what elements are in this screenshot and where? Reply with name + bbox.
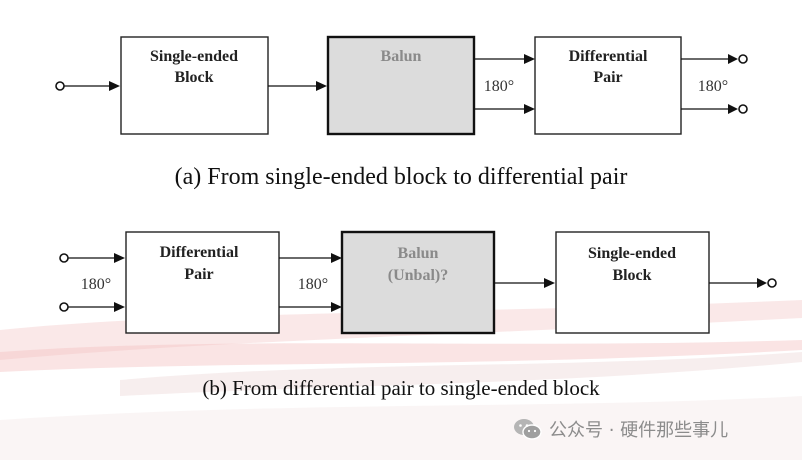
block-label-b: Block <box>612 267 651 284</box>
phase-label-b2: 180° <box>298 276 328 293</box>
pair-label-a: Pair <box>593 69 622 86</box>
balun-block-b <box>340 230 496 335</box>
arrow-a-out-bottom <box>728 104 738 114</box>
unbal-label-b: (Unbal)? <box>388 267 448 284</box>
phase-label-a1: 180° <box>484 78 514 95</box>
watermark-text: 公众号 · 硬件那些事儿 <box>549 420 729 441</box>
arrow-b-balun-out <box>544 278 555 288</box>
caption-a: (a) From single-ended block to different… <box>174 164 628 190</box>
arrow-a-balun-top <box>524 54 535 64</box>
pair-label-b: Pair <box>184 266 213 283</box>
single-ended-block-b <box>555 231 710 334</box>
arrow-a-mid <box>316 81 327 91</box>
block-label-a: Block <box>174 69 213 86</box>
arrow-b-mid-top <box>331 253 342 263</box>
diagram-a: Single-ended Block Balun 180° Differenti… <box>55 35 748 136</box>
balun-label-a: Balun <box>381 48 422 65</box>
single-ended-label-b: Single-ended <box>588 245 676 262</box>
differential-label-b: Differential <box>160 244 239 261</box>
output-terminal-a-bottom <box>738 104 748 114</box>
arrow-b-in-bottom <box>114 302 125 312</box>
arrow-b-mid-bottom <box>331 302 342 312</box>
diagram-b: 180° Differential Pair 180° Balun (Unbal… <box>59 230 777 335</box>
balun-block-a <box>326 35 476 136</box>
balun-label-b: Balun <box>398 245 439 262</box>
input-terminal-b-top <box>59 253 69 263</box>
input-terminal-b-bottom <box>59 302 69 312</box>
arrow-a-out-top <box>728 54 738 64</box>
arrow-b-out <box>757 278 767 288</box>
output-terminal-a-top <box>738 54 748 64</box>
single-ended-label-a: Single-ended <box>150 48 238 65</box>
caption-b: (b) From differential pair to single-end… <box>202 376 600 400</box>
phase-label-b1: 180° <box>81 276 111 293</box>
input-terminal-a <box>55 81 65 91</box>
output-terminal-b <box>767 278 777 288</box>
wechat-icon <box>514 419 542 440</box>
watermark: 公众号 · 硬件那些事儿 <box>513 416 728 442</box>
differential-pair-block-a <box>534 36 682 135</box>
arrow-b-in-top <box>114 253 125 263</box>
arrow-a-input <box>109 81 120 91</box>
arrow-a-balun-bottom <box>524 104 535 114</box>
differential-pair-block-b <box>125 231 280 334</box>
phase-label-a2: 180° <box>698 78 728 95</box>
differential-label-a: Differential <box>569 48 648 65</box>
